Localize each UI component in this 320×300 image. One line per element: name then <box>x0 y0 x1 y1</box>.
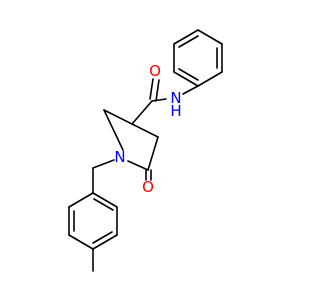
background <box>0 0 300 300</box>
atom-o-lactam: O <box>142 178 154 196</box>
bond-camide-c3 <box>131 100 153 125</box>
atom-labels: N H O N O <box>114 62 181 196</box>
bond-ph2-6 <box>68 192 94 208</box>
bond-ph1-3 <box>197 71 223 87</box>
bond-ph2-1-inner <box>93 198 114 211</box>
bond-ph2-4 <box>68 234 94 250</box>
bond-c2-c5 <box>147 136 159 171</box>
bond-c4-n1 <box>103 109 124 151</box>
bonds <box>68 29 223 272</box>
atom-h-amide: H <box>170 102 181 120</box>
bond-ph2-3-inner <box>92 231 113 244</box>
atom-n-ring: N <box>114 148 125 166</box>
bond-camide-o-1 <box>149 78 154 100</box>
bond-camide-o-2 <box>155 79 160 102</box>
atom-n-amide: N <box>170 89 181 107</box>
molecule-structure: N H O N O <box>0 0 300 300</box>
bond-c5-n1 <box>127 160 149 171</box>
bond-c3-c2 <box>131 123 159 138</box>
bond-ph2-3 <box>92 234 118 250</box>
bond-c3-c4 <box>103 109 133 125</box>
atom-o-amide: O <box>149 62 161 80</box>
bond-ph1-4-inner <box>178 68 199 81</box>
bond-ph1-nh <box>182 85 199 95</box>
bond-ph1-6 <box>173 29 199 45</box>
bond-n1-ch2 <box>92 159 115 169</box>
bond-camide-n <box>151 98 167 102</box>
bond-ph1-1 <box>197 29 223 45</box>
bond-ph2-1 <box>92 192 118 208</box>
bond-ph1-4 <box>173 71 199 87</box>
bond-ph1-6-inner <box>178 35 199 48</box>
